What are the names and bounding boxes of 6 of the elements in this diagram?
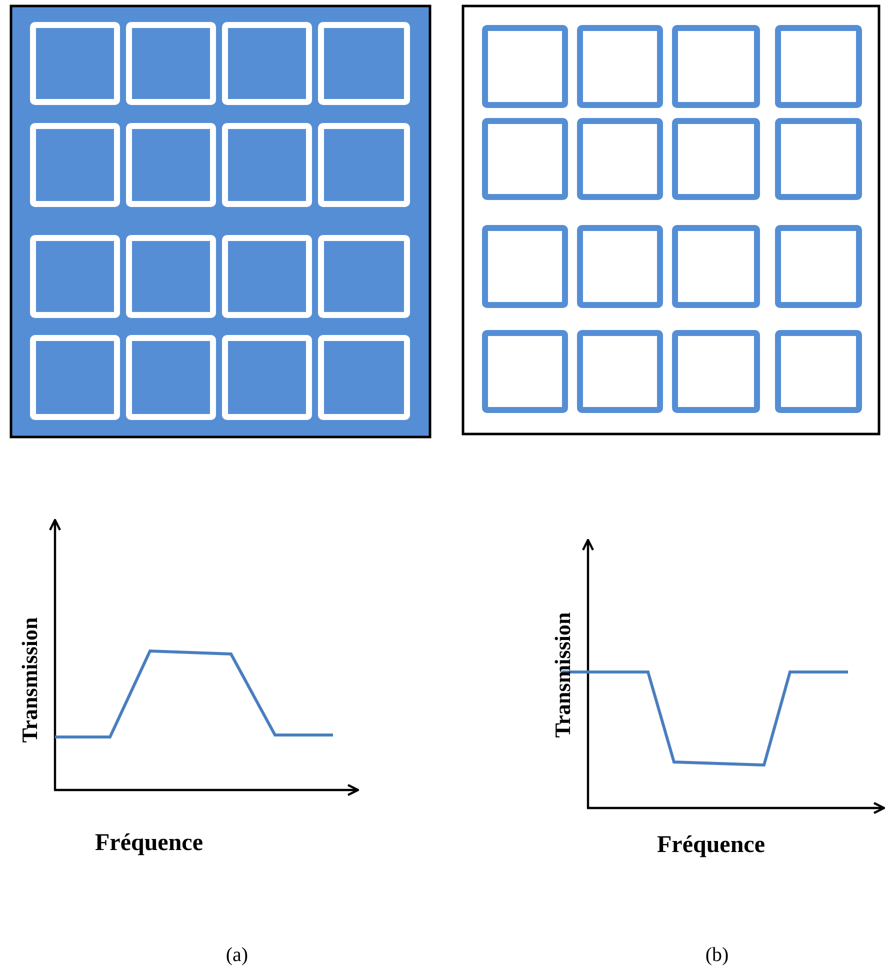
panel-label: (b): [705, 945, 729, 965]
axis-title: Transmission: [19, 617, 41, 743]
panel-label: (a): [226, 945, 248, 965]
axis-title: Transmission: [552, 612, 574, 738]
axis-title: Fréquence: [657, 833, 765, 857]
axis-title: Fréquence: [95, 831, 203, 855]
